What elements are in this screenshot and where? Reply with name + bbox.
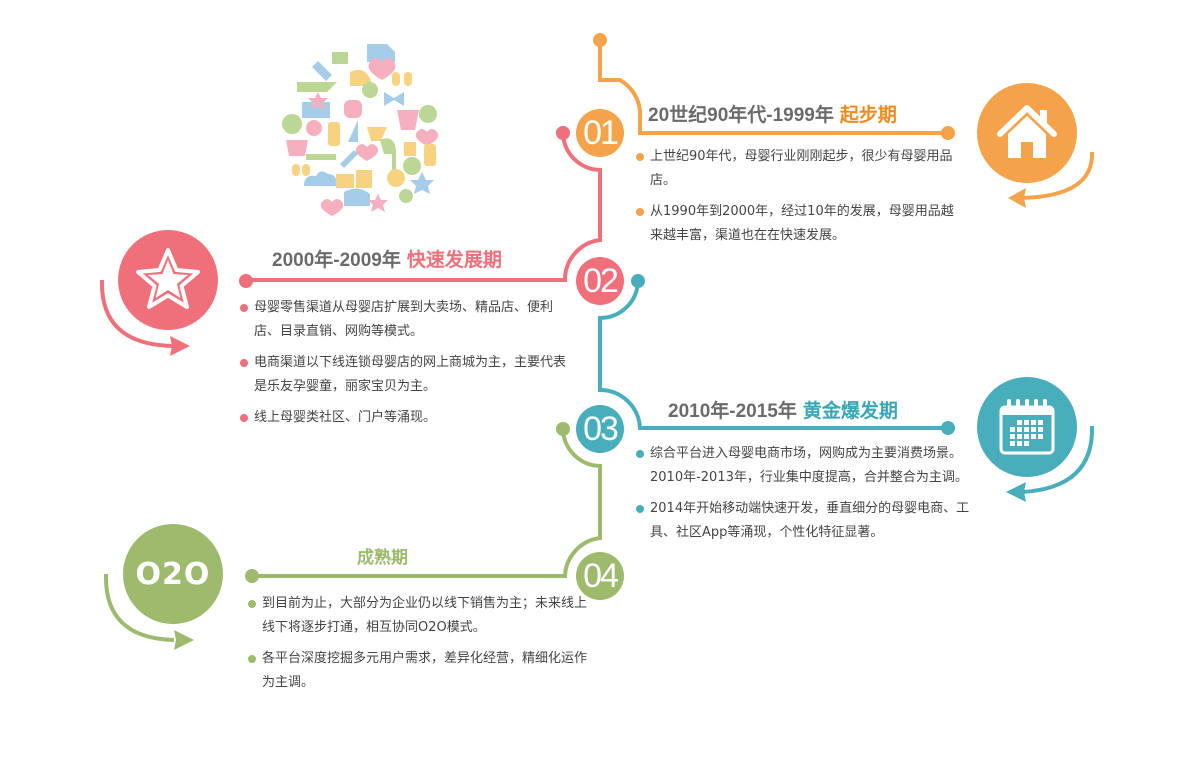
o2o-icon: O2O xyxy=(135,556,211,592)
stage-04-bullets: 到目前为止，大部分为企业仍以线下销售为主；未来线上线下将逐步打通，相互协同O2O… xyxy=(248,592,588,702)
bullet-dot-icon xyxy=(636,153,644,161)
cycle-arrow-icon xyxy=(1008,151,1095,208)
calendar-icon xyxy=(999,399,1055,455)
stage-04-title: 成熟期 xyxy=(357,543,408,568)
stage-03-phase: 黄金爆发期 xyxy=(802,401,898,422)
cycle-arrow-icon xyxy=(99,279,190,356)
stage-03-number: 03 xyxy=(576,405,624,453)
stage-01-bullet: 上世纪90年代，母婴行业刚刚起步，很少有母婴用品店。 xyxy=(636,145,954,193)
bullet-dot-icon xyxy=(248,600,256,608)
cycle-arrow-icon xyxy=(1006,425,1095,502)
stage-01-period: 20世纪90年代-1999年 xyxy=(648,105,834,126)
bullet-dot-icon xyxy=(240,359,248,367)
cycle-arrow-icon xyxy=(103,573,194,650)
bullet-dot-icon xyxy=(636,450,644,458)
stage-03-title: 2010年-2015年黄金爆发期 xyxy=(668,396,898,423)
stage-02-title: 2000年-2009年快速发展期 xyxy=(272,245,502,272)
stage-01-number: 01 xyxy=(576,109,624,157)
star-icon xyxy=(136,248,200,309)
stage-02-bullet: 母婴零售渠道从母婴店扩展到大卖场、精品店、便利店、目录直销、网购等模式。 xyxy=(240,296,570,344)
baby-products-icon-cluster xyxy=(275,35,455,216)
stage-02-bullet: 电商渠道以下线连锁母婴店的网上商城为主，主要代表是乐友孕婴童，丽家宝贝为主。 xyxy=(240,351,570,399)
bullet-dot-icon xyxy=(248,655,256,663)
stage-03-bullet: 2014年开始移动端快速开发，垂直细分的母婴电商、工具、社区App等涌现，个性化… xyxy=(636,497,976,545)
stage-01-phase: 起步期 xyxy=(839,105,897,126)
stage-02-period: 2000年-2009年 xyxy=(272,250,401,271)
calendar-icon-badge xyxy=(977,377,1077,477)
bullet-dot-icon xyxy=(240,414,248,422)
stage-04-phase: 成熟期 xyxy=(357,548,408,567)
stage-04-number: 04 xyxy=(576,552,624,600)
stage-04-bullet: 各平台深度挖掘多元用户需求，差异化经营，精细化运作为主调。 xyxy=(248,647,588,695)
stage-02-number: 02 xyxy=(576,257,624,305)
stage-01-bullet: 从1990年到2000年，经过10年的发展，母婴用品越来越丰富，渠道也在在快速发… xyxy=(636,200,954,248)
stage-02-bullet: 线上母婴类社区、门户等涌现。 xyxy=(240,406,570,430)
stage-03-period: 2010年-2015年 xyxy=(668,401,797,422)
bullet-dot-icon xyxy=(240,304,248,312)
star-icon-badge xyxy=(118,230,218,330)
stage-01-bullets: 上世纪90年代，母婴行业刚刚起步，很少有母婴用品店。 从1990年到2000年，… xyxy=(636,145,954,255)
house-icon xyxy=(997,105,1057,158)
house-icon-badge xyxy=(977,83,1077,183)
bullet-dot-icon xyxy=(636,505,644,513)
o2o-badge: O2O xyxy=(123,524,223,624)
stage-01-title: 20世纪90年代-1999年起步期 xyxy=(648,100,897,127)
stage-04-bullet: 到目前为止，大部分为企业仍以线下销售为主；未来线上线下将逐步打通，相互协同O2O… xyxy=(248,592,588,640)
stage-03-bullets: 综合平台进入母婴电商市场，网购成为主要消费场景。2010年-2013年，行业集中… xyxy=(636,442,976,552)
stage-02-phase: 快速发展期 xyxy=(406,250,502,271)
bullet-dot-icon xyxy=(636,208,644,216)
stage-03-bullet: 综合平台进入母婴电商市场，网购成为主要消费场景。2010年-2013年，行业集中… xyxy=(636,442,976,490)
stage-02-bullets: 母婴零售渠道从母婴店扩展到大卖场、精品店、便利店、目录直销、网购等模式。 电商渠… xyxy=(240,296,570,437)
